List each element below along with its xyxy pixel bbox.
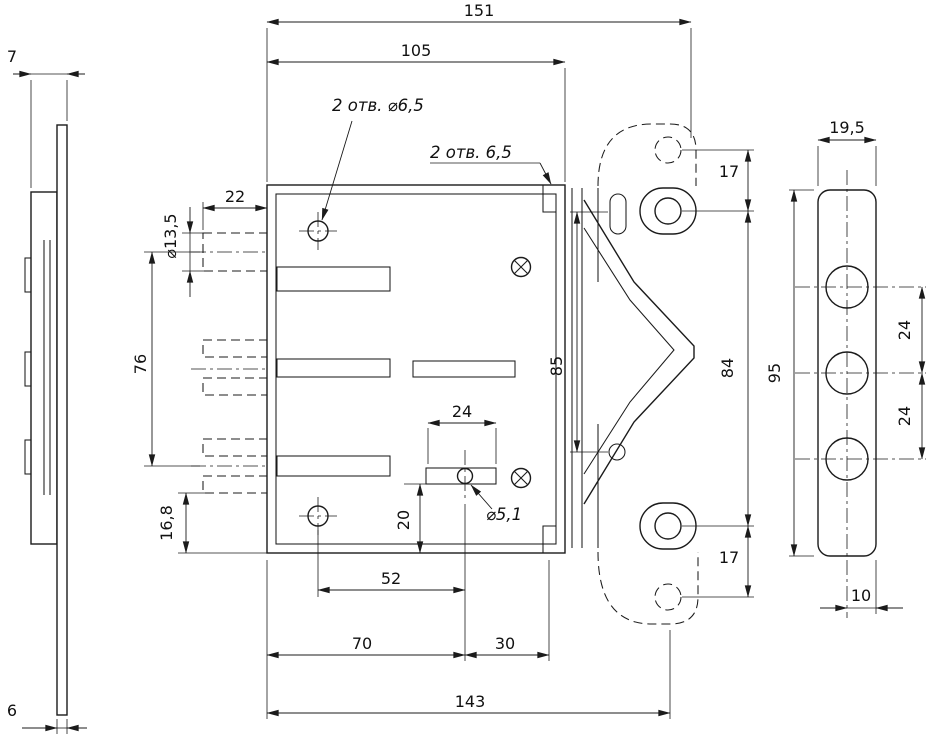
dim-slot-width: 24 (427, 402, 497, 464)
dim-overall-width-label: 151 (464, 1, 495, 20)
bolt-slots (276, 266, 516, 477)
screw-bottom (510, 467, 532, 489)
label-holes-round: 2 отв. ⌀6,5 (321, 96, 424, 221)
dim-bottom-offset-label: 16,8 (157, 505, 176, 541)
dim-center-to-edge: 10 (820, 560, 903, 614)
strike-slot (609, 193, 627, 235)
strike-small-hole (608, 443, 626, 461)
dim-plate-height: 95 (765, 189, 814, 557)
screw-top (510, 256, 532, 278)
dim-thickness-bottom: 6 (7, 701, 87, 734)
label-holes-plain-text: 2 отв. 6,5 (430, 143, 512, 162)
dim-case-width-label: 105 (401, 41, 432, 60)
dim-hole-span-label: 52 (381, 569, 401, 588)
dim-case-height: 85 (547, 211, 608, 453)
dim-case-height-label: 85 (547, 356, 566, 376)
mounting-holes (299, 212, 337, 535)
dim-plate-hole-span-label: 84 (718, 358, 737, 378)
dim-bolt-throw-label: 22 (225, 187, 245, 206)
keyway (425, 450, 497, 502)
dim-hole-pitch-lower: 24 (895, 372, 926, 460)
dim-plate-hole-top-label: 17 (719, 162, 739, 181)
dim-thickness-top-label: 7 (7, 47, 17, 66)
dim-bottom-offset: 16,8 (157, 492, 267, 554)
dim-bolt-spacing: 76 (131, 251, 200, 467)
dim-mount-width: 143 (266, 630, 671, 719)
dim-hole-pitch-upper: 24 (895, 286, 926, 374)
right-view-geometry (795, 170, 926, 618)
dim-bolt-throw: 22 (202, 187, 268, 230)
strike-plate-hidden (597, 123, 699, 625)
dim-mount-width-label: 143 (455, 692, 486, 711)
dim-left-span-label: 70 (352, 634, 372, 653)
right-side-view: 19,5 95 24 24 10 (765, 118, 926, 618)
dim-hole-pitch-upper-label: 24 (895, 320, 914, 340)
strike-hole-top (654, 197, 682, 225)
dim-plate-hole-bottom-label: 17 (719, 548, 739, 567)
dim-deadbolt-diameter-label: ⌀13,5 (161, 213, 180, 258)
left-side-view: 7 6 (7, 47, 87, 734)
dim-thickness-bottom-label: 6 (7, 701, 17, 720)
dim-bolt-spacing-label: 76 (131, 354, 150, 374)
strike-plate (571, 187, 697, 550)
label-holes-plain: 2 отв. 6,5 (430, 143, 552, 185)
dim-thickness-top: 7 (7, 47, 85, 188)
dim-case-width: 105 (266, 41, 566, 182)
dim-deadbolt-diameter: ⌀13,5 (161, 207, 205, 297)
dim-right-span-label: 30 (495, 634, 515, 653)
dim-overall-width: 151 (266, 1, 692, 182)
dim-plate-width: 19,5 (817, 118, 877, 186)
dim-right-span: 30 (464, 560, 550, 661)
lock-case (266, 184, 566, 554)
dim-plate-width-label: 19,5 (829, 118, 865, 137)
dim-plate-height-label: 95 (765, 363, 784, 383)
dim-hole-span: 52 (317, 504, 466, 661)
dim-center-to-edge-label: 10 (851, 586, 871, 605)
strike-hole-bottom (654, 512, 682, 540)
dim-left-span: 70 (266, 560, 466, 719)
dim-strike-holes: 17 84 17 (682, 149, 754, 598)
dim-slot-offset-label: 20 (394, 510, 413, 530)
screws (510, 256, 532, 489)
dim-slot-offset: 20 (394, 483, 428, 554)
dim-small-hole-label: ⌀5,1 (486, 505, 522, 524)
dim-slot-width-label: 24 (452, 402, 472, 421)
left-view-geometry (24, 124, 68, 716)
front-view: 151 105 2 отв. ⌀6,5 2 отв. 6,5 22 ⌀1 (131, 1, 754, 719)
label-small-hole: ⌀5,1 (470, 484, 522, 524)
dim-hole-pitch-lower-label: 24 (895, 406, 914, 426)
label-holes-round-text: 2 отв. ⌀6,5 (332, 96, 424, 115)
